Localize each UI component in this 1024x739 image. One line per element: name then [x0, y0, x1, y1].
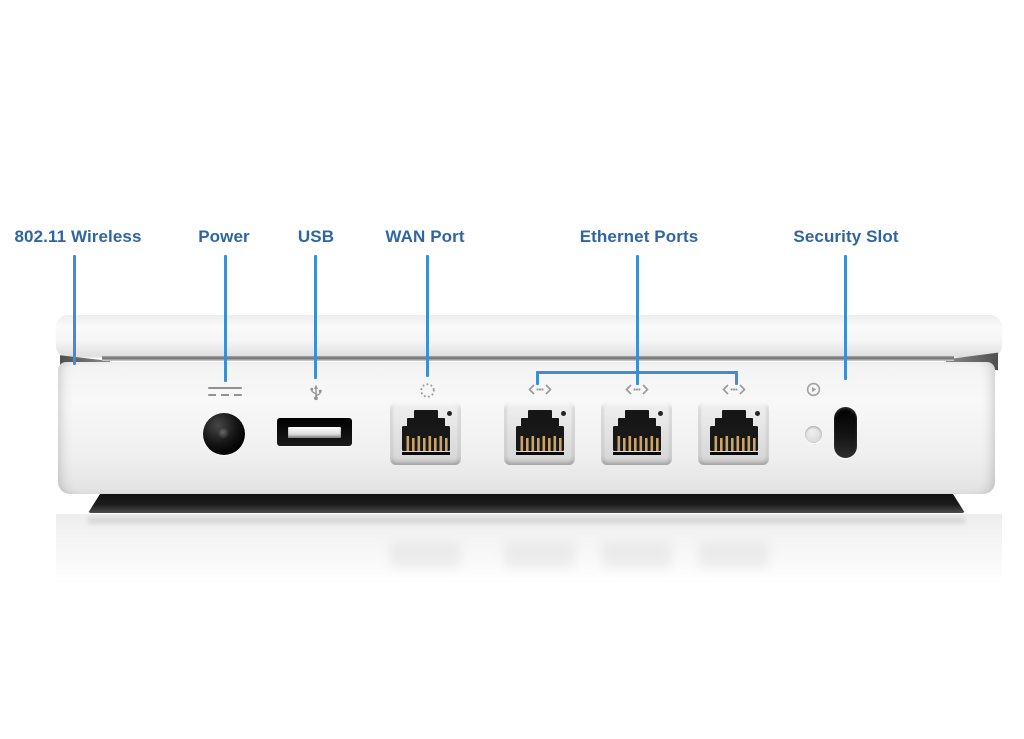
rj45-jack-graphic — [612, 410, 661, 455]
callout-line-ethernet-horizontal — [536, 371, 738, 374]
port-pinhole — [447, 411, 452, 416]
callout-line-wan — [426, 255, 429, 377]
lid-gap-shadow — [102, 356, 954, 361]
callout-line-ethernet-main — [636, 255, 639, 385]
label-power: Power — [198, 227, 250, 246]
callout-line-security — [844, 255, 847, 380]
wan-dotted-circle-icon — [420, 383, 435, 398]
rj45-jack-graphic — [709, 410, 758, 455]
ethernet-brackets-icon — [625, 384, 649, 395]
ethernet-port-1 — [504, 402, 575, 465]
label-ethernet-ports: Ethernet Ports — [579, 227, 699, 246]
reset-circle-icon — [806, 382, 821, 397]
rj45-jack-graphic — [515, 410, 564, 455]
ethernet-port-2 — [601, 402, 672, 465]
ethernet-port-3 — [698, 402, 769, 465]
port-reflection — [390, 542, 461, 568]
port-pinhole — [658, 411, 663, 416]
reflection-gradient — [56, 514, 1002, 584]
callout-line-ethernet-right-stub — [735, 371, 738, 385]
rj45-jack-graphic — [401, 410, 450, 455]
port-reflection — [601, 542, 672, 568]
callout-line-power — [224, 255, 227, 382]
callout-line-usb — [314, 255, 317, 379]
usb-trident-icon — [310, 385, 322, 401]
port-pinhole — [755, 411, 760, 416]
label-802-11-wireless: 802.11 Wireless — [14, 227, 142, 246]
power-jack-pin — [218, 428, 230, 440]
security-lock-slot — [834, 407, 857, 458]
usb-port — [277, 418, 352, 446]
label-wan-port: WAN Port — [385, 227, 465, 246]
device-base-shadow — [88, 494, 965, 513]
label-security-slot: Security Slot — [793, 227, 899, 246]
base-reflection — [88, 517, 965, 524]
power-jack — [203, 413, 245, 455]
callout-line-ethernet-left-stub — [536, 371, 539, 385]
port-reflection — [504, 542, 575, 568]
usb-port-tongue — [288, 427, 341, 438]
reset-button — [805, 426, 822, 443]
wan-port-jack — [390, 402, 461, 465]
dc-power-icon — [208, 387, 242, 396]
port-pinhole — [561, 411, 566, 416]
callout-line-wireless — [73, 255, 76, 365]
ethernet-brackets-icon — [528, 384, 552, 395]
label-usb: USB — [297, 227, 335, 246]
device-top-lid — [56, 315, 1002, 357]
port-reflection — [698, 542, 769, 568]
ethernet-brackets-icon — [722, 384, 746, 395]
